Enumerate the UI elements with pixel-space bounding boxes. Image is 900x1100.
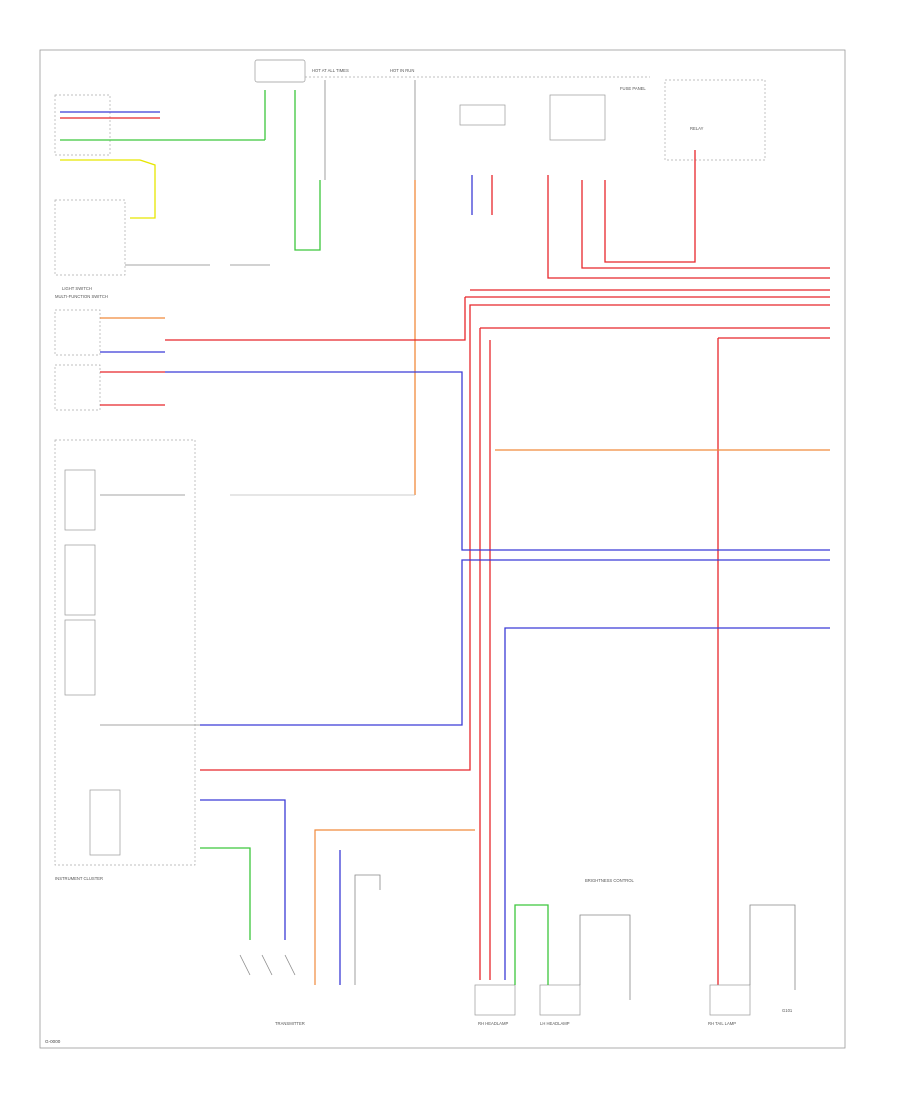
- brightness-control-label: BRIGHTNESS CONTROL: [585, 878, 635, 883]
- blue-wires: [165, 371, 830, 985]
- instrument-cluster-label: INSTRUMENT CLUSTER: [55, 876, 103, 881]
- rh-headlamp-label: RH HEADLAMP: [478, 1021, 508, 1026]
- orange-bottom-wire: [314, 829, 475, 985]
- hot-in-run-label: HOT IN RUN: [390, 68, 414, 73]
- red-bus: [165, 150, 830, 985]
- bottom-lamps: RH HEADLAMP LH HEADLAMP RH TAIL LAMP BRI…: [474, 878, 796, 1026]
- left-switch-group: [54, 309, 165, 411]
- instrument-cluster: INSTRUMENT CLUSTER: [54, 439, 200, 881]
- ground-label: G101: [782, 1008, 793, 1013]
- top-left-connector: [54, 59, 306, 219]
- light-switch-label: LIGHT SWITCH: [62, 286, 92, 291]
- fuse-block-top: HOT AT ALL TIMES HOT IN RUN FUSE PANEL R…: [305, 68, 766, 180]
- diagram-frame: [39, 49, 846, 1049]
- lh-headlamp-label: LH HEADLAMP: [540, 1021, 570, 1026]
- fuse-panel-label: FUSE PANEL: [620, 86, 646, 91]
- transmitter-label: TRANSMITTER: [275, 1021, 305, 1026]
- footer-code: G-0000: [45, 1039, 61, 1044]
- multi-func-switch-label: MULTI-FUNCTION SWITCH: [55, 294, 108, 299]
- hot-at-all-times-label: HOT AT ALL TIMES: [312, 68, 349, 73]
- green-wire-top: [294, 90, 321, 251]
- relay-label: RELAY: [690, 126, 704, 131]
- transmitter: TRANSMITTER: [239, 874, 381, 1026]
- left-switch-box: MULTI-FUNCTION SWITCH LIGHT SWITCH: [54, 199, 270, 299]
- green-wire-bottom: [200, 847, 251, 940]
- rh-tail-label: RH TAIL LAMP: [708, 1021, 736, 1026]
